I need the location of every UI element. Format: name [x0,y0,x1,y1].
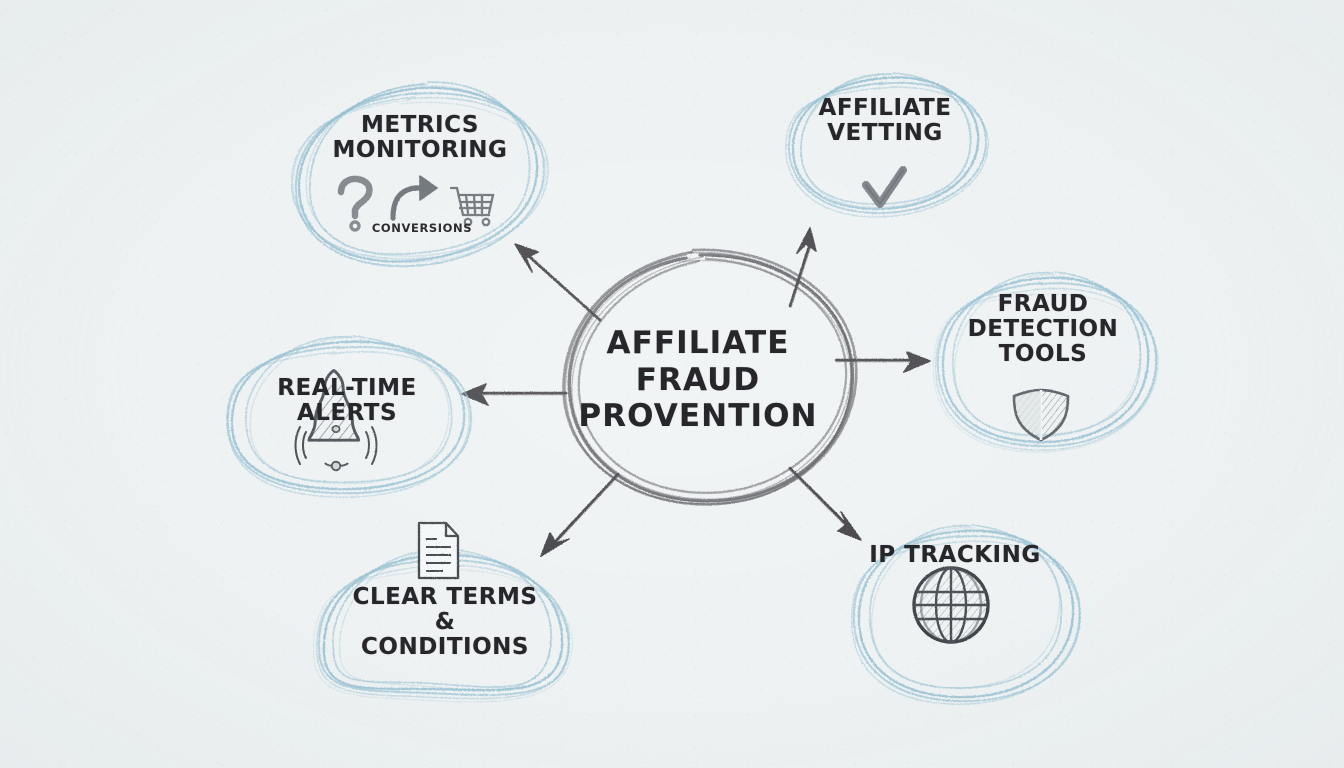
scribble-clear-terms [312,548,573,703]
center-node-label: AFFILIATE FRAUD PROVENTION [578,325,818,435]
arrow-to-fraud-detection-tools [834,351,931,373]
node-sublabel-conversions: CONVERSIONS [371,221,473,235]
scribble-metrics-monitoring [291,81,549,268]
scribble-fraud-detection-tools [932,271,1159,453]
arrow-to-affiliate-vetting [788,227,817,308]
bell-icon [294,368,378,472]
node-scribble-outlines [226,72,1159,705]
shield-icon [1012,388,1070,442]
curved-arrow-icon [390,175,438,221]
arrow-to-metrics-monitoring [514,243,602,322]
arrow-to-clear-terms [540,472,620,557]
arrow-to-real-time-alerts [461,383,568,406]
globe-icon [912,566,990,644]
checkmark-icon [862,166,907,208]
node-label-real-time-alerts: REAL-TIME ALERTS [277,375,417,426]
node-label-fraud-detection-tools: FRAUD DETECTION TOOLS [967,291,1119,367]
center-node-circle[interactable] [562,248,858,506]
scribble-real-time-alerts [226,335,472,498]
node-label-clear-terms: CLEAR TERMS & CONDITIONS [352,584,538,660]
connector-arrows [461,227,931,557]
node-label-metrics-monitoring: METRICS MONITORING [332,112,508,163]
document-icon [417,521,460,580]
question-mark-icon [337,175,373,232]
node-label-ip-tracking: IP TRACKING [869,542,1041,568]
node-label-affiliate-vetting: AFFILIATE VETTING [818,95,952,146]
arrow-to-ip-tracking [788,466,862,541]
shopping-cart-icon [449,186,495,227]
scribble-ip-tracking [851,524,1081,705]
node-icons [294,166,1070,644]
scribble-affiliate-vetting [785,72,989,218]
